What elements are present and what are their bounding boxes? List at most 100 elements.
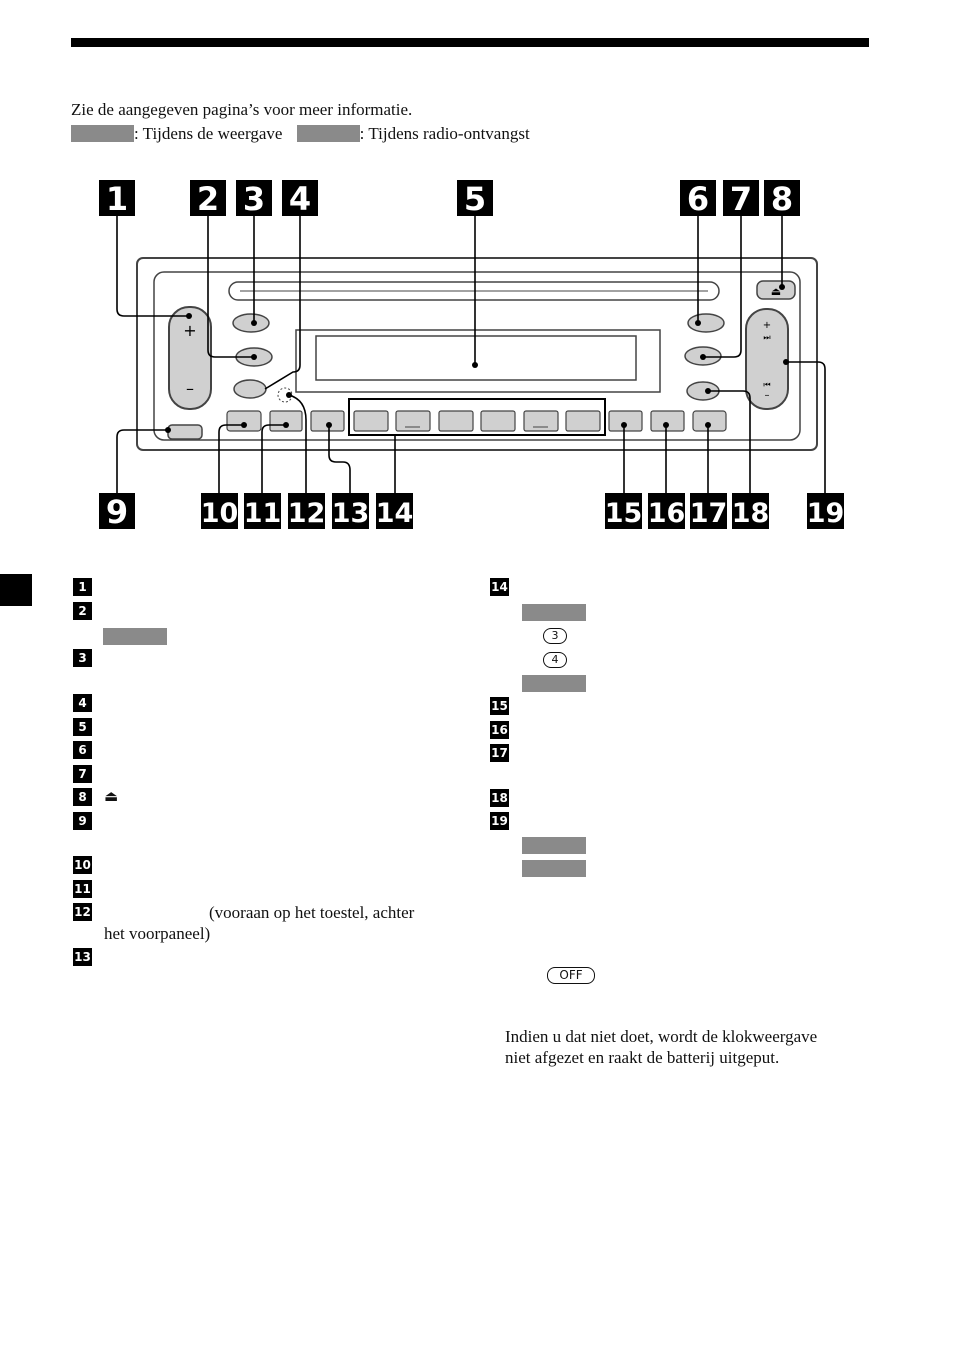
display-window [315, 335, 637, 381]
item-number-4: 4 [73, 694, 92, 712]
callout-3-box [236, 180, 272, 216]
seek-rocker [745, 308, 789, 410]
callout-1-box [99, 180, 135, 216]
item-number-9: 9 [73, 812, 92, 830]
playback-marker-2 [522, 604, 586, 621]
callout-1: 1 [106, 180, 128, 218]
item-number-15: 15 [490, 697, 509, 715]
callout-8: 8 [771, 180, 793, 218]
callout-18-box [732, 493, 769, 529]
callout-boxes-bottom: 9 10 11 12 13 14 15 16 17 18 19 [99, 493, 844, 531]
item-number-2: 2 [73, 602, 92, 620]
callout-13: 13 [332, 498, 370, 529]
right-oval-button-1 [687, 313, 725, 333]
callout-2: 2 [197, 180, 219, 218]
callout-11-box [244, 493, 281, 529]
battery-note: Indien u dat niet doet, wordt de klokwee… [505, 1027, 818, 1067]
item-number-5: 5 [73, 718, 92, 736]
callout-17-box [690, 493, 727, 529]
preset-bracket [348, 398, 606, 436]
eject-button [756, 280, 796, 300]
callout-15: 15 [605, 498, 643, 529]
playback-legend-label: : Tijdens de weergave [134, 124, 283, 143]
callout-9: 9 [106, 493, 128, 531]
radio-legend-label: : Tijdens radio-ontvangst [359, 124, 530, 143]
off-button-icon: OFF [547, 967, 595, 984]
front-panel-diagram: + – + ⏭ ⏮ – ⏏ [99, 180, 844, 531]
item-number-17: 17 [490, 744, 509, 762]
preset-4-circle: 4 [543, 652, 567, 668]
callout-19-box [807, 493, 844, 529]
radio-marker-2 [522, 860, 586, 877]
prev-track-glyph: ⏮ [763, 380, 770, 389]
callout-12-box [288, 493, 325, 529]
item-number-6: 6 [73, 741, 92, 759]
reset-location-text-2: het voorpaneel) [104, 924, 211, 943]
item-number-13: 13 [73, 948, 92, 966]
playback-marker-3 [522, 837, 586, 854]
volume-plus-glyph: + [183, 321, 196, 340]
item-number-16: 16 [490, 721, 509, 739]
callout-16: 16 [648, 498, 686, 529]
leader-lines [116, 216, 826, 493]
volume-minus-glyph: – [186, 379, 194, 398]
item-number-1: 1 [73, 578, 92, 596]
callout-boxes: 1 2 3 4 5 6 7 8 [99, 180, 800, 218]
callout-12: 12 [288, 498, 326, 529]
left-oval-button-3 [233, 379, 267, 399]
callout-5-box [457, 180, 493, 216]
eject-icon: ⏏ [104, 787, 119, 805]
preset-3-circle: 3 [543, 628, 567, 644]
header-rule [71, 38, 869, 47]
callout-4: 4 [289, 180, 311, 218]
playback-marker [103, 628, 167, 645]
item-number-19: 19 [490, 812, 509, 830]
callout-7: 7 [730, 180, 752, 218]
left-legend-list: 1 2 3 4 5 6 7 8 ⏏ 9 10 11 12 (vooraan op… [73, 578, 473, 978]
playback-legend-swatch [71, 125, 134, 142]
item-number-12: 12 [73, 903, 92, 921]
callout-19: 19 [807, 498, 845, 529]
callout-7-box [723, 180, 759, 216]
leader-dots [165, 284, 789, 433]
right-legend-list: 14 3 4 15 16 17 18 19 OFF [490, 578, 890, 998]
callout-4-box [282, 180, 318, 216]
volume-rocker [168, 306, 212, 410]
item-number-14: 14 [490, 578, 509, 596]
legend: : Tijdens de weergave : Tijdens radio-on… [71, 124, 530, 144]
callout-10: 10 [201, 498, 239, 529]
seek-plus-glyph: + [763, 320, 771, 331]
seek-minus-glyph: – [765, 390, 770, 401]
callout-6-box [680, 180, 716, 216]
item-number-7: 7 [73, 765, 92, 783]
callout-8-box [764, 180, 800, 216]
callout-5: 5 [464, 180, 486, 218]
item-number-18: 18 [490, 789, 509, 807]
callout-17: 17 [690, 498, 728, 529]
callout-9-box [99, 493, 135, 529]
callout-3: 3 [243, 180, 265, 218]
callout-16-box [648, 493, 685, 529]
section-tab [0, 574, 32, 606]
callout-2-box [190, 180, 226, 216]
reset-location-text: (vooraan op het toestel, achter [209, 903, 415, 922]
radio-marker [522, 675, 586, 692]
item-number-10: 10 [73, 856, 92, 874]
item-number-11: 11 [73, 880, 92, 898]
callout-13-box [332, 493, 369, 529]
callout-14-box [376, 493, 413, 529]
eject-glyph: ⏏ [771, 285, 781, 298]
release-button [167, 424, 203, 440]
item-number-8: 8 [73, 788, 92, 806]
radio-legend-swatch [296, 125, 360, 142]
callout-11: 11 [244, 498, 282, 529]
callout-15-box [605, 493, 642, 529]
button-row [226, 410, 727, 432]
item-number-3: 3 [73, 649, 92, 667]
callout-10-box [201, 493, 238, 529]
callout-18: 18 [732, 498, 770, 529]
intro-text: Zie de aangegeven pagina’s voor meer inf… [71, 100, 413, 119]
callout-6: 6 [687, 180, 709, 218]
callout-14: 14 [376, 498, 414, 529]
next-track-glyph: ⏭ [763, 333, 770, 342]
